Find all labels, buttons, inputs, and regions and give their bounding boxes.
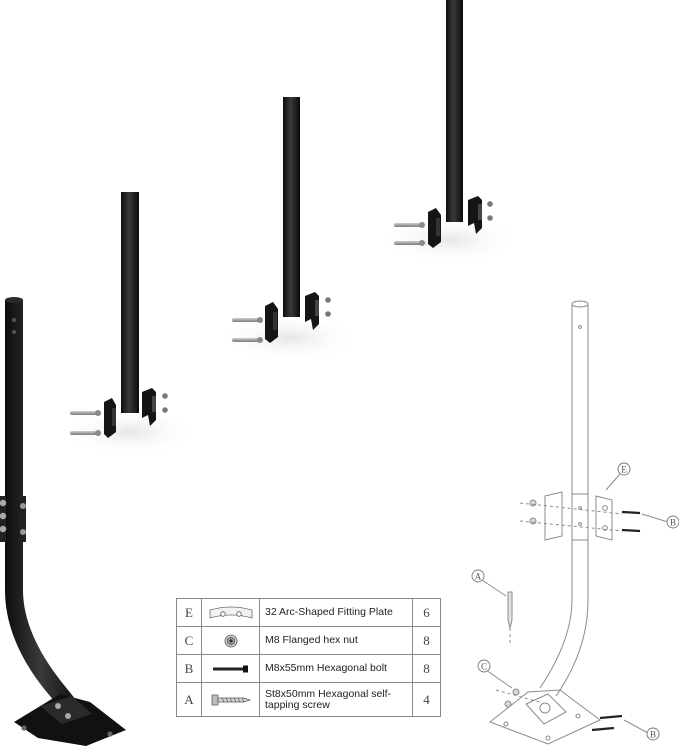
clamp-bracket-left — [104, 398, 116, 438]
table-row: E 32 Arc-Shaped Fitting Plate 6 — [176, 598, 441, 627]
arc-fitting-plate-icon — [201, 598, 260, 627]
extension-pole-kit-2 — [218, 97, 362, 362]
svg-text:C: C — [481, 662, 487, 672]
clamp-bracket-right — [142, 388, 156, 426]
table-row: B M8x55mm Hexagonal bolt 8 — [176, 654, 441, 683]
part-letter: B — [176, 654, 202, 683]
part-letter: C — [176, 626, 202, 655]
floor-shadow — [60, 408, 200, 456]
callout-plate-e: E — [617, 462, 631, 476]
svg-text:B: B — [670, 518, 676, 528]
part-quantity: 8 — [412, 654, 441, 683]
diagram-pole — [539, 300, 589, 697]
diagram-base-plate — [488, 689, 601, 745]
j-mount-pole — [5, 300, 84, 720]
exploded-line-diagram — [481, 300, 669, 745]
svg-text:B: B — [650, 730, 656, 740]
callout-bolt-b-upper: B — [666, 515, 679, 529]
part-description: St8x50mm Hexagonal self-tapping screw — [259, 682, 413, 717]
clamp-bracket-right — [468, 196, 482, 234]
diagram-nuts — [519, 499, 623, 532]
diagram-lower-nut — [495, 688, 541, 708]
extension-pole — [121, 192, 139, 413]
pole-clamp — [0, 496, 26, 542]
parts-list-table: E 32 Arc-Shaped Fitting Plate 6 C M8 Fla… — [176, 598, 441, 717]
floor-shadow — [378, 216, 522, 264]
table-row: C M8 Flanged hex nut 8 — [176, 626, 441, 655]
flanged-hex-nut-icon — [201, 626, 260, 655]
part-description: M8 Flanged hex nut — [259, 626, 413, 655]
callout-lag-screw-a: A — [471, 569, 485, 583]
nut-pair — [325, 297, 331, 317]
diagram-upper-bolts — [621, 510, 641, 533]
nut-pair — [162, 393, 168, 413]
table-row: A St8x50mm Hexagonal self-tapping screw … — [176, 682, 441, 717]
part-quantity: 4 — [412, 682, 441, 717]
svg-text:A: A — [475, 572, 482, 582]
part-description: 32 Arc-Shaped Fitting Plate — [259, 598, 413, 627]
diagram-lag-screw — [507, 591, 513, 646]
clamp-bracket-right — [305, 292, 319, 330]
clamp-bracket-left — [428, 208, 441, 248]
clamp-bracket-left — [265, 302, 278, 343]
floor-shadow — [218, 314, 362, 362]
extension-pole — [446, 0, 463, 222]
extension-pole — [283, 97, 300, 317]
part-letter: A — [176, 682, 202, 717]
bolt-pair — [70, 410, 101, 436]
part-letter: E — [176, 598, 202, 627]
self-tapping-screw-icon — [201, 682, 260, 717]
assembled-j-mount — [0, 297, 126, 746]
callout-nut-c: C — [477, 659, 491, 673]
leader-lines — [481, 473, 669, 734]
diagram-clamp-plates — [544, 491, 613, 541]
svg-text:E: E — [621, 465, 627, 475]
nut-pair — [487, 201, 493, 221]
bolt-pair — [232, 317, 263, 343]
callout-bolt-b-lower: B — [646, 727, 660, 741]
part-description: M8x55mm Hexagonal bolt — [259, 654, 413, 683]
hexagonal-bolt-icon — [201, 654, 260, 683]
wall-base-plate — [14, 694, 126, 746]
extension-pole-kit-3 — [378, 0, 522, 264]
part-quantity: 6 — [412, 598, 441, 627]
bolt-pair — [394, 222, 425, 246]
extension-pole-kit-1 — [60, 192, 200, 456]
part-quantity: 8 — [412, 626, 441, 655]
diagram-lower-bolts — [591, 714, 623, 732]
